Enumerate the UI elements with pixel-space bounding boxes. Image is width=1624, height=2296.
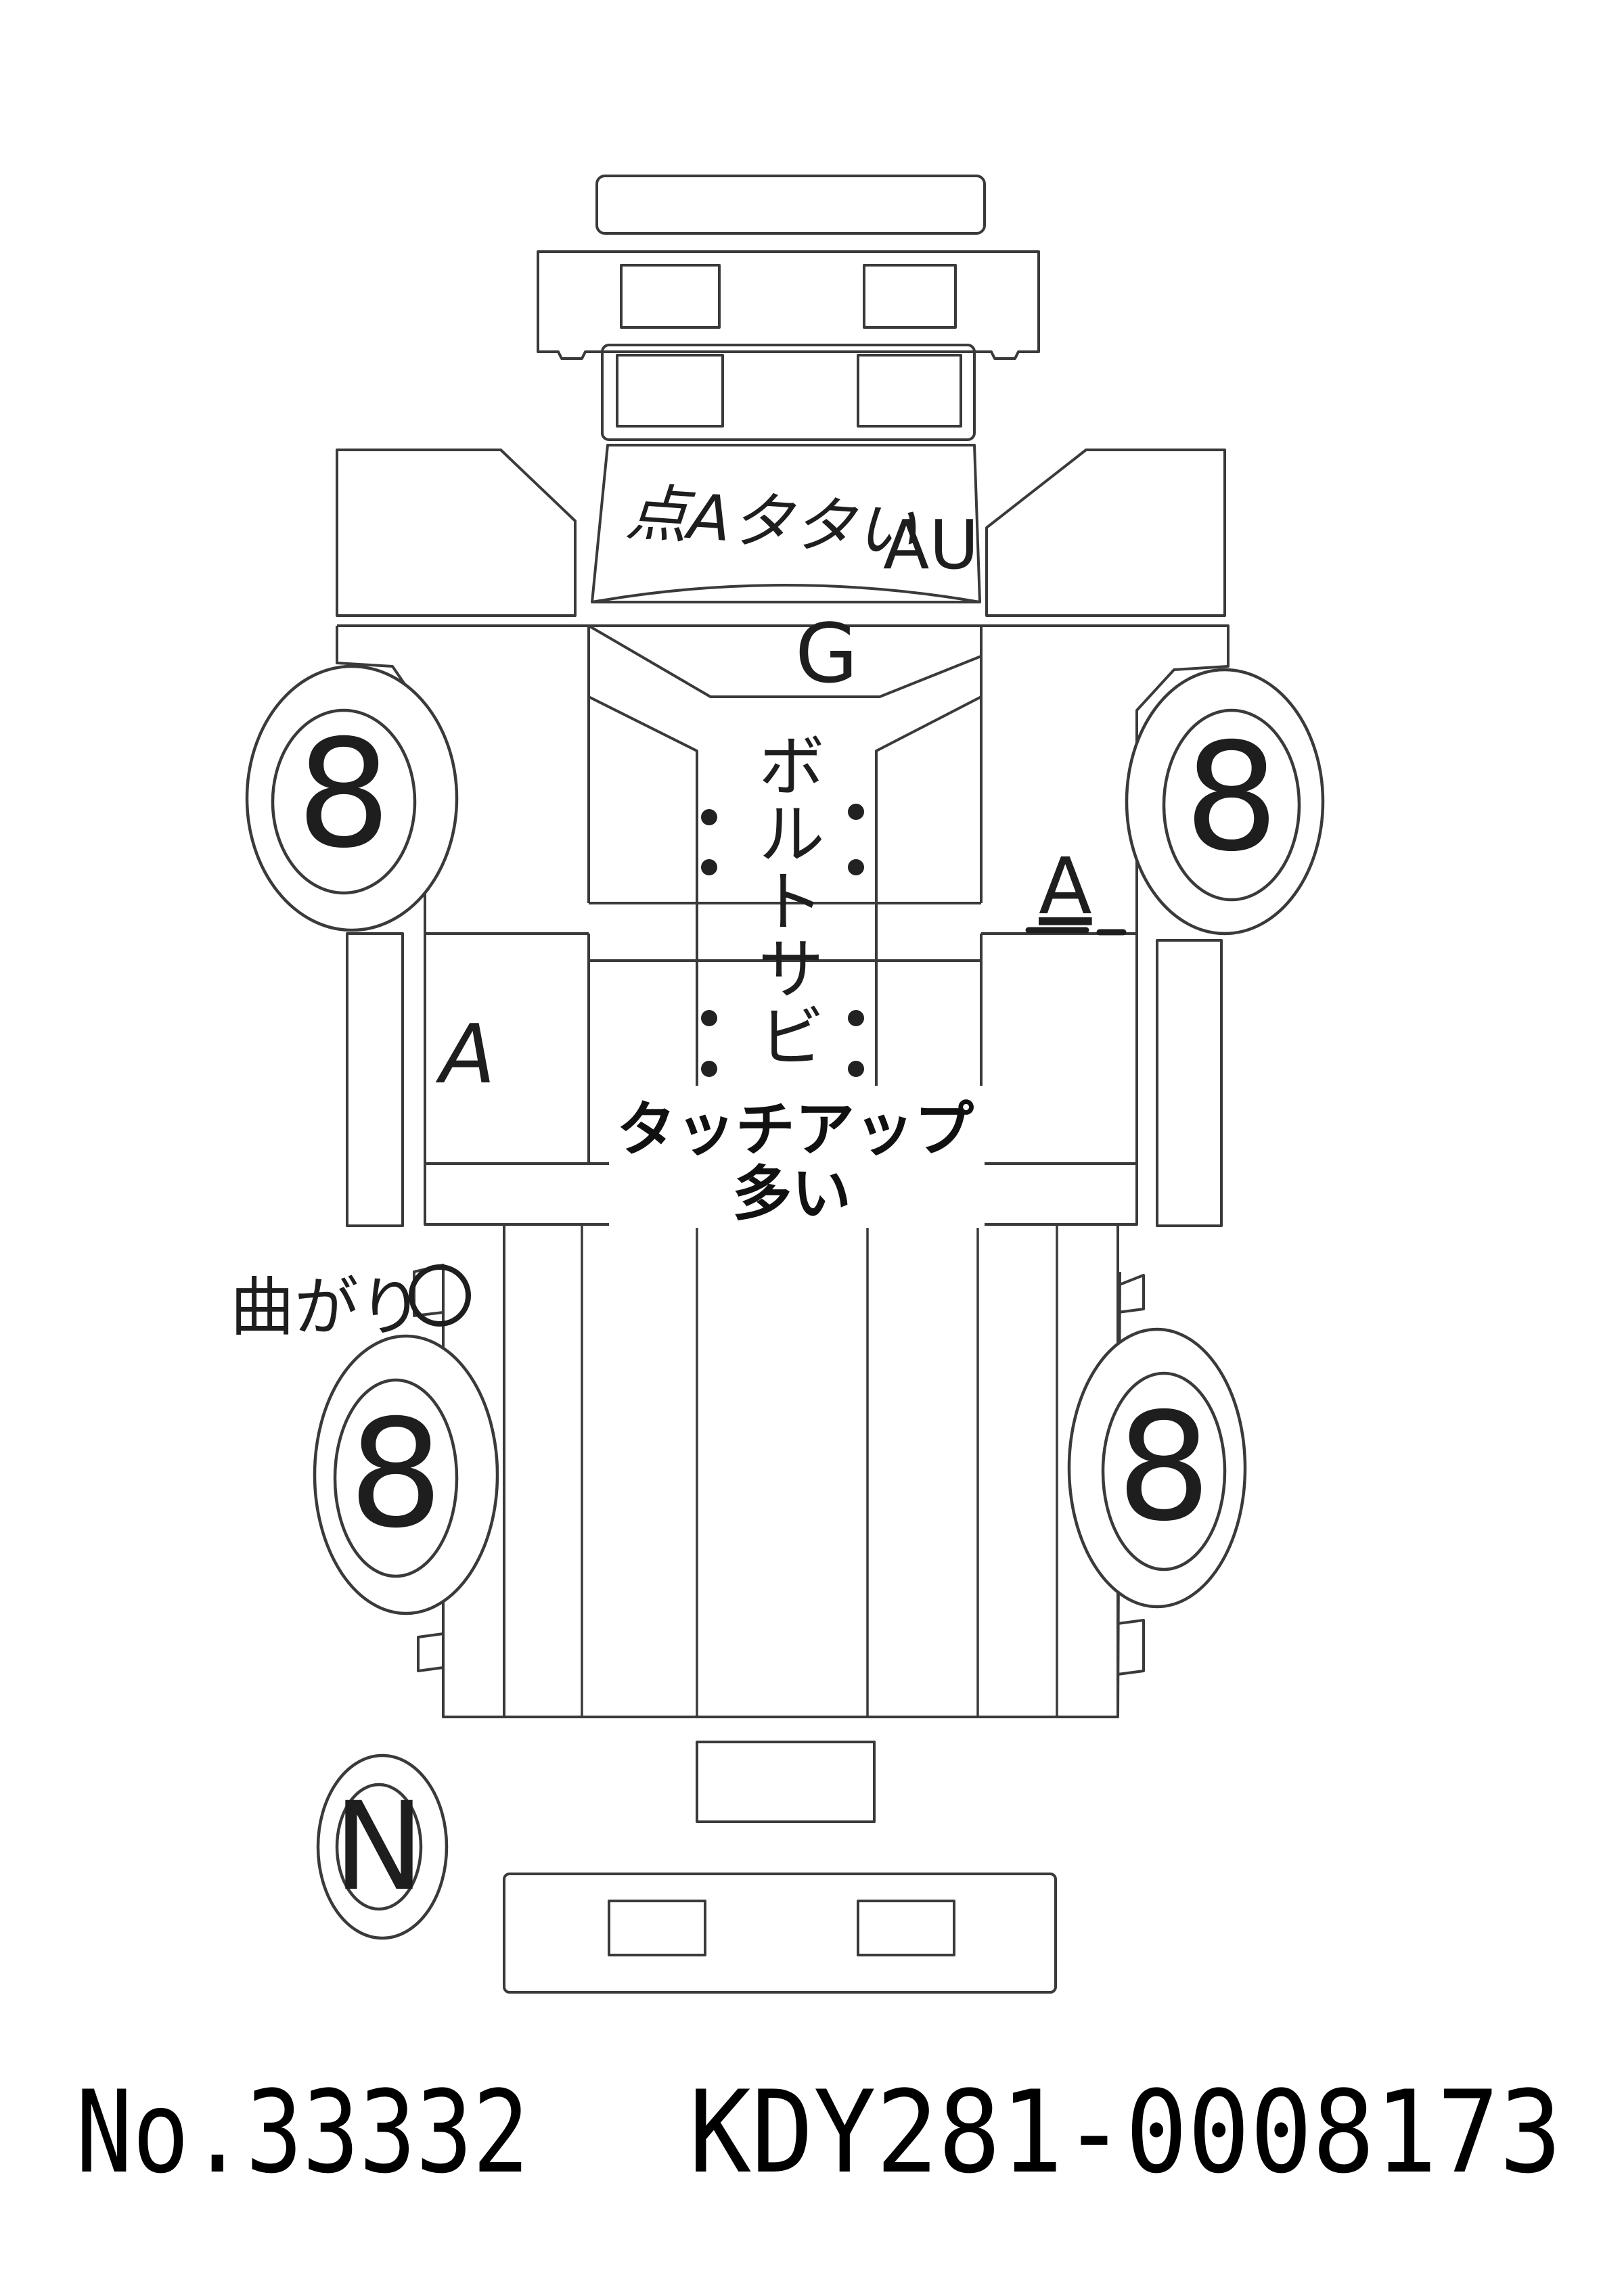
touchup-note: タッチアップ 多い	[609, 1086, 985, 1229]
hood-right-mark: AU	[883, 505, 979, 584]
front-fender-right	[985, 449, 1226, 617]
left-rear-bend-note: 曲がり	[230, 1270, 423, 1345]
headlight-panel	[601, 344, 976, 441]
hood	[591, 444, 981, 603]
wheel-rear-left: 8	[313, 1334, 499, 1615]
step-right	[1156, 939, 1223, 1227]
chassis-number: KDY281-0008173	[689, 2066, 1562, 2199]
spare-tire: N	[316, 1753, 449, 1940]
spare-tire-grade: N	[334, 1776, 425, 1918]
wheel-rear-right: 8	[1067, 1327, 1247, 1609]
hood-damage-note: 点Aタタい	[624, 476, 920, 569]
wheel-front-right-grade: 8	[1184, 711, 1279, 884]
touchup-line-1: タッチアップ	[616, 1095, 974, 1164]
left-door-mark: A	[435, 1008, 495, 1102]
front-fender-left	[336, 449, 577, 617]
wheel-rear-left-grade: 8	[348, 1387, 443, 1561]
frame-rust-note: ボルトサビ	[746, 731, 825, 1069]
cowl	[587, 624, 983, 903]
cargo-bed	[413, 1224, 1145, 1718]
right-door-underline	[1025, 927, 1127, 936]
wheel-front-left-grade: 8	[296, 708, 391, 881]
left-rear-circle-mark	[409, 1264, 471, 1327]
cowl-mark: G	[795, 607, 858, 702]
stock-number: No.33332	[76, 2066, 529, 2199]
right-door-mark: A	[1039, 842, 1092, 932]
front-bumper	[595, 175, 986, 235]
touchup-line-2: 多い	[732, 1159, 851, 1229]
frame-bolt-dots	[701, 804, 864, 1077]
front-grille	[537, 250, 1040, 360]
rear-bumper	[503, 1873, 1057, 1994]
step-left	[346, 932, 404, 1227]
wheel-rear-right-grade: 8	[1116, 1381, 1211, 1554]
wheel-front-right: 8	[1125, 668, 1325, 936]
rear-hitch	[696, 1741, 876, 1823]
wheel-front-left: 8	[245, 664, 459, 932]
